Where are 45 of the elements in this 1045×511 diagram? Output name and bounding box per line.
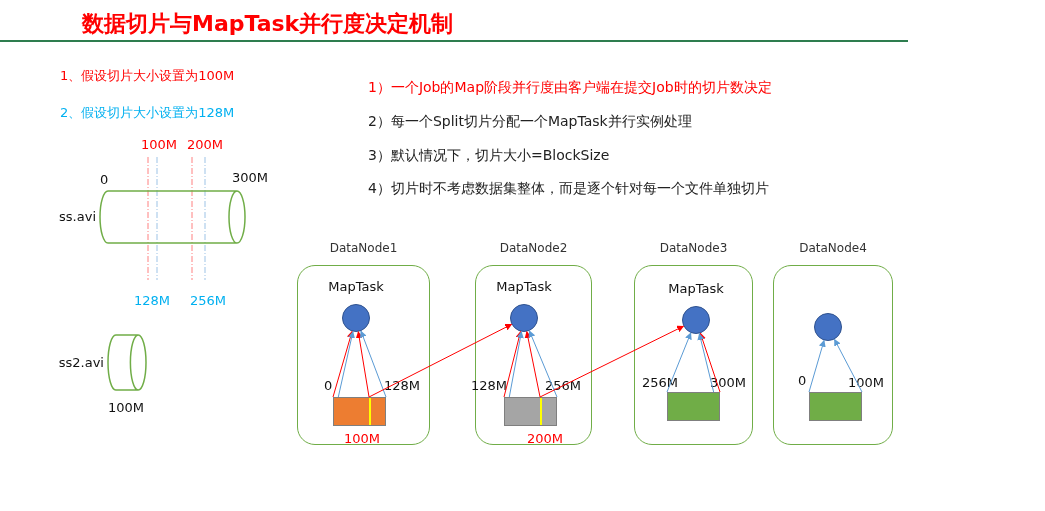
arrow: [368, 323, 513, 398]
arrow: [355, 331, 370, 398]
datanode-heading: DataNode4: [798, 240, 868, 257]
note-text: 1）一个Job的Map阶段并行度由客户端在提交Job时的切片数决定: [368, 78, 772, 97]
size-label: 100M: [848, 374, 885, 392]
arrow: [337, 331, 355, 398]
arrow: [359, 330, 387, 398]
split-size-label: 200M: [187, 136, 224, 154]
maptask-label: MapTask: [496, 278, 552, 296]
split-size-label: 128M: [134, 292, 171, 310]
file-name: ss2.avi: [58, 353, 104, 372]
size-label: 128M: [384, 377, 421, 395]
size-label: 300M: [232, 169, 269, 187]
arrow: [332, 330, 354, 398]
size-label: 0: [100, 171, 109, 189]
size-label: 100M: [344, 430, 381, 448]
size-label: 100M: [108, 399, 145, 417]
arrow: [699, 332, 721, 393]
arrow: [528, 330, 558, 398]
arrow: [503, 330, 523, 398]
arrow: [808, 339, 826, 393]
arrow: [666, 332, 692, 393]
split-size-label: 256M: [190, 292, 227, 310]
arrow: [834, 338, 863, 393]
maptask-label: MapTask: [668, 280, 724, 298]
size-label: 256M: [642, 374, 679, 392]
arrow: [539, 325, 685, 398]
datanode-heading: DataNode3: [658, 240, 729, 257]
datanode-heading: DataNode2: [498, 240, 569, 257]
datanode-heading: DataNode1: [328, 240, 399, 257]
size-label: 200M: [527, 430, 564, 448]
arrow: [697, 332, 715, 393]
file-name: ss.avi: [59, 208, 96, 226]
note-text: 3）默认情况下，切片大小=BlockSize: [368, 146, 610, 165]
size-label: 0: [798, 372, 807, 390]
note-text: 4）切片时不考虑数据集整体，而是逐个针对每一个文件单独切片: [368, 179, 769, 198]
arrow: [524, 331, 541, 398]
note-text: 2）每一个Split切片分配一个MapTask并行实例处理: [368, 112, 692, 131]
size-label: 0: [324, 377, 333, 395]
note-text: 1、假设切片大小设置为100M: [60, 67, 235, 85]
note-text: 2、假设切片大小设置为128M: [60, 104, 235, 122]
arrow: [508, 331, 524, 398]
maptask-label: MapTask: [328, 278, 384, 296]
title: 数据切片与MapTask并行度决定机制: [82, 10, 454, 38]
split-size-label: 100M: [141, 136, 178, 154]
